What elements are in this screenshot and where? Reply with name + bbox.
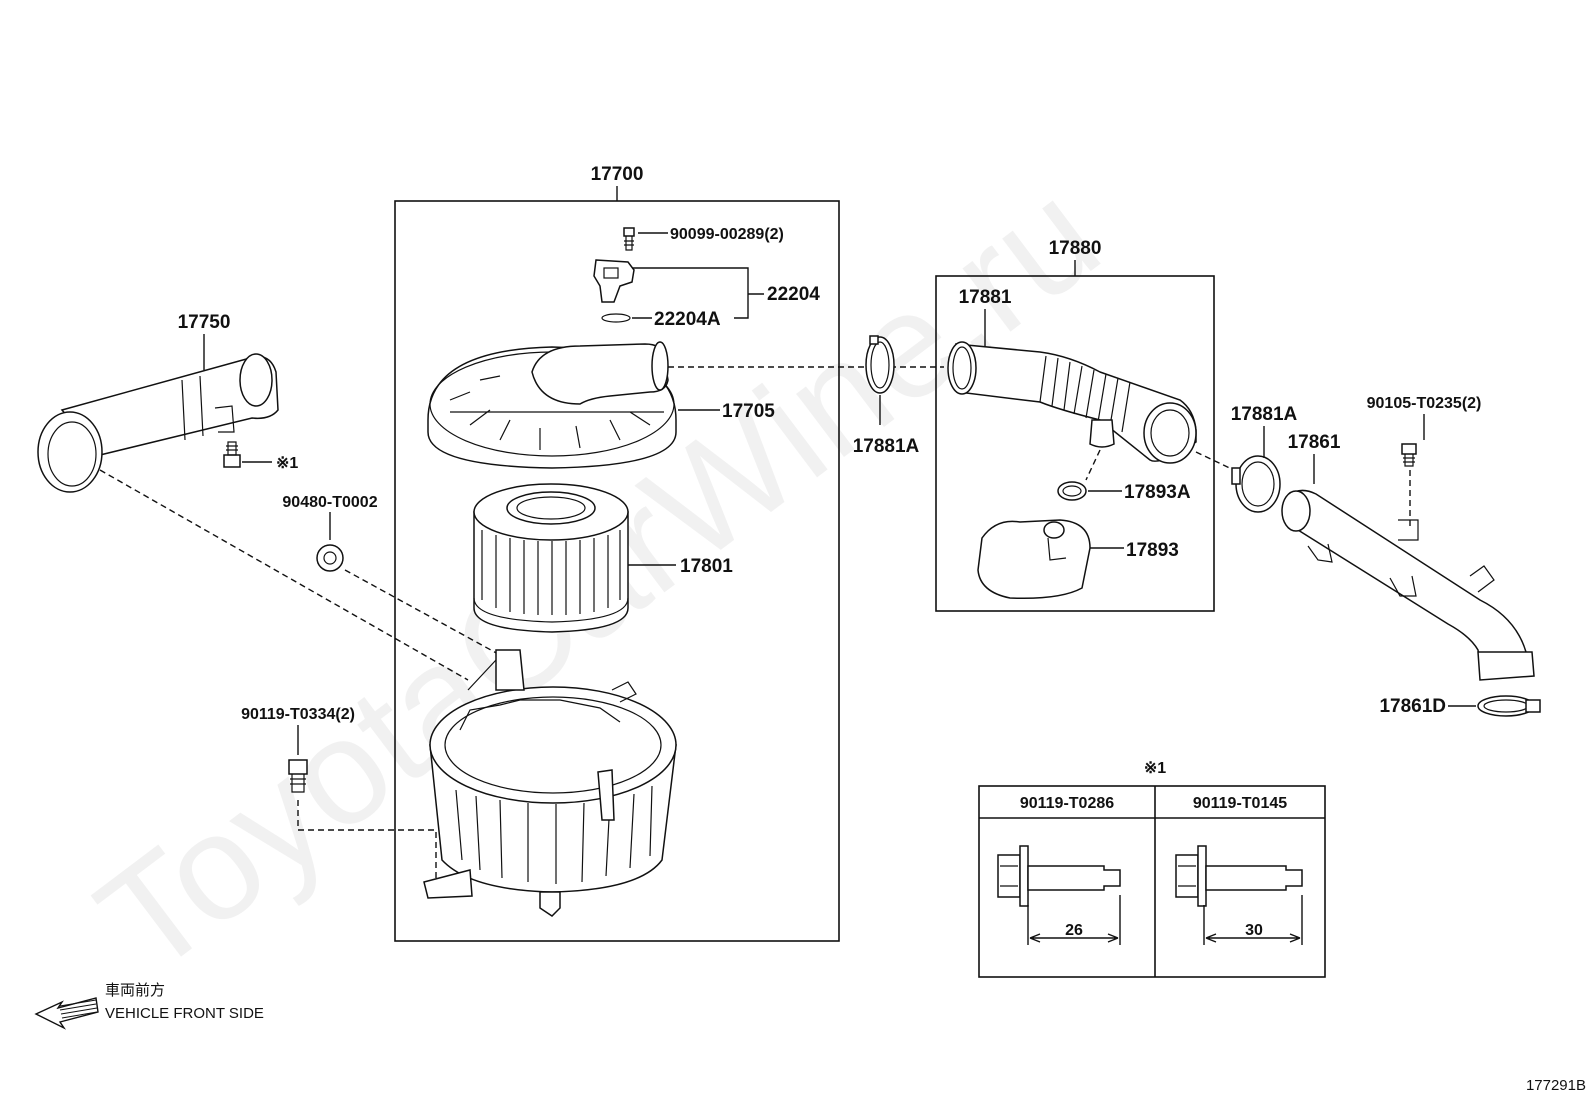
label-22204[interactable]: 22204 (767, 284, 820, 305)
part-17861-intake-pipe[interactable] (1281, 489, 1535, 681)
bolt-drawing-90119-T0145 (1175, 845, 1303, 945)
label-17861D[interactable]: 17861D (1379, 696, 1446, 717)
label-17705[interactable]: 17705 (722, 401, 775, 422)
part-air-cleaner-case[interactable] (423, 649, 677, 917)
label-17881A-left[interactable]: 17881A (853, 436, 920, 457)
front-direction-arrow-icon (34, 997, 99, 1030)
part-17750-inlet-duct[interactable] (37, 353, 279, 493)
part-22204A-o-ring[interactable] (601, 313, 631, 323)
label-mark1-bolt[interactable]: ※1 (276, 455, 298, 472)
part-17881A-clamp-left[interactable] (865, 335, 895, 394)
diagram-id: 177291B (1526, 1077, 1586, 1094)
label-17700[interactable]: 17700 (591, 164, 644, 185)
direction-label-en: VEHICLE FRONT SIDE (105, 1005, 264, 1022)
part-17881-air-hose[interactable] (947, 341, 1197, 464)
part-90099-screw[interactable] (623, 227, 635, 251)
bolt-table (978, 785, 1326, 978)
label-17801[interactable]: 17801 (680, 556, 733, 577)
bolt-length-26: 26 (1065, 922, 1083, 939)
part-17881A-clamp-right[interactable] (1231, 455, 1281, 513)
part-17893A-clamp[interactable] (1057, 481, 1087, 501)
bolt-drawing-90119-T0286 (997, 845, 1121, 945)
label-17861[interactable]: 17861 (1288, 432, 1341, 453)
part-17801-air-filter-element[interactable] (473, 483, 629, 633)
label-17881[interactable]: 17881 (959, 287, 1012, 308)
label-17893[interactable]: 17893 (1126, 540, 1179, 561)
label-22204A[interactable]: 22204A (654, 309, 721, 330)
label-17880[interactable]: 17880 (1049, 238, 1102, 259)
label-17750[interactable]: 17750 (178, 312, 231, 333)
bolt-table-col1-part: 90119-T0286 (1020, 795, 1114, 812)
part-17893-cover[interactable] (977, 519, 1091, 600)
label-90480-T0002[interactable]: 90480-T0002 (282, 494, 377, 511)
label-90099-00289[interactable]: 90099-00289(2) (670, 226, 784, 243)
bolt-table-col2-part: 90119-T0145 (1193, 795, 1287, 812)
part-17705-air-cleaner-cap[interactable] (427, 341, 677, 469)
bolt-length-30: 30 (1245, 922, 1263, 939)
label-17893A[interactable]: 17893A (1124, 482, 1191, 503)
label-90105-T0235[interactable]: 90105-T0235(2) (1367, 395, 1482, 412)
bolt-table-mark: ※1 (1144, 760, 1166, 777)
part-bolt-mark1[interactable] (223, 441, 241, 468)
label-17881A-right[interactable]: 17881A (1231, 404, 1298, 425)
label-90119-T0334[interactable]: 90119-T0334(2) (241, 706, 355, 723)
part-90105-bolt[interactable] (1401, 443, 1417, 467)
part-90119-T0334-bolt[interactable] (288, 759, 308, 793)
part-17861D-clamp[interactable] (1477, 695, 1541, 717)
part-22204-mass-air-flow-sensor[interactable] (593, 259, 635, 303)
part-90480-grommet[interactable] (316, 544, 344, 572)
direction-label-jp: 車両前方 (105, 982, 165, 999)
